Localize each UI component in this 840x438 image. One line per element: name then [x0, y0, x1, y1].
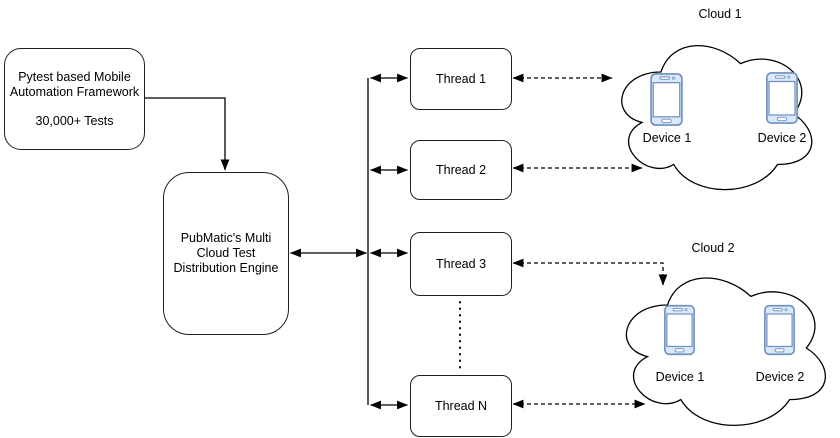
engine-title-line1: PubMatic's Multi: [180, 231, 272, 245]
smartphone-icon: [766, 72, 798, 124]
engine-title-line2: Cloud Test: [196, 246, 256, 260]
smartphone-icon: [650, 73, 683, 126]
framework-title-line2: Automation Framework: [9, 84, 140, 99]
framework-title-line1: Pytest based Mobile: [18, 69, 131, 84]
thread-label: Thread 2: [435, 162, 487, 177]
cloud1-device-1-label: Device 1: [642, 131, 692, 145]
thread-box-2: Thread 2: [410, 140, 512, 200]
thread-label: Thread 3: [435, 256, 487, 271]
thread-label: Thread 1: [435, 71, 487, 86]
cloud1-device-2-label: Device 2: [757, 131, 807, 145]
thread-box-1: Thread 1: [410, 48, 512, 110]
thread-label: Thread N: [434, 398, 488, 413]
connector-thread3-to-cloud2: [512, 258, 668, 286]
cloud-2-label: Cloud 2: [691, 241, 735, 255]
cloud2-device-2-label: Device 2: [755, 370, 805, 384]
engine-box: PubMatic's Multi Cloud Test Distribution…: [163, 172, 289, 335]
cloud-2-shape: [625, 277, 826, 426]
cloud2-device-1-label: Device 1: [655, 370, 705, 384]
framework-box: Pytest based Mobile Automation Framework…: [4, 48, 145, 150]
thread-box-3: Thread 3: [410, 232, 512, 296]
thread-box-n: Thread N: [410, 375, 512, 437]
cloud-1-label: Cloud 1: [698, 7, 742, 21]
smartphone-icon: [664, 304, 695, 356]
smartphone-icon: [764, 304, 795, 356]
connector-framework-to-engine: [143, 97, 230, 171]
engine-title-line3: Distribution Engine: [173, 261, 279, 275]
framework-tests-count: 30,000+ Tests: [35, 113, 114, 128]
